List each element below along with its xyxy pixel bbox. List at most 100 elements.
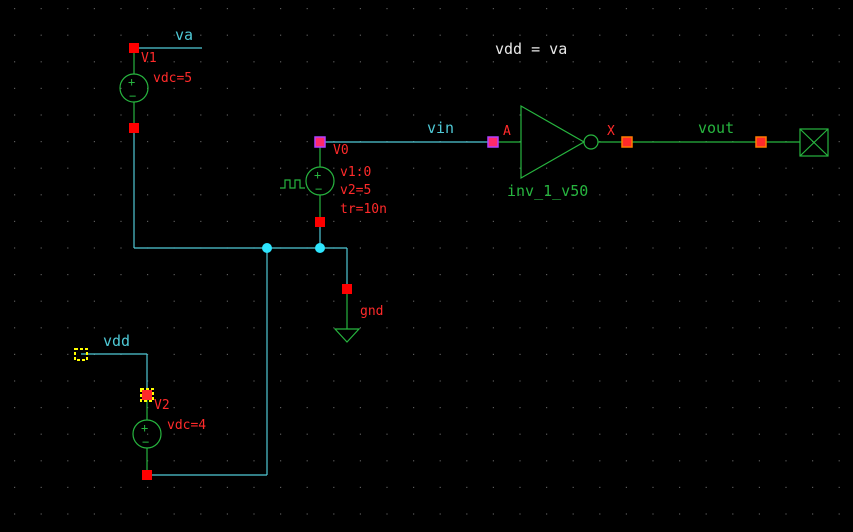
grid-dot xyxy=(413,247,415,249)
grid-dots xyxy=(14,8,840,515)
grid-dot xyxy=(359,87,361,89)
grid-dot xyxy=(413,433,415,435)
grid-dot xyxy=(253,327,255,329)
grid-dot xyxy=(492,433,494,435)
grid-dot xyxy=(173,220,175,222)
grid-dot xyxy=(359,380,361,382)
grid-dot xyxy=(439,486,441,488)
grid-dot xyxy=(546,61,548,63)
grid-dot xyxy=(226,194,228,196)
pin-inv-x[interactable] xyxy=(621,136,633,148)
pin-vout[interactable] xyxy=(755,136,767,148)
net-label-vout[interactable]: vout xyxy=(698,119,734,137)
gnd-symbol[interactable] xyxy=(333,289,361,343)
grid-dot xyxy=(492,8,494,10)
grid-dot xyxy=(359,486,361,488)
net-label-vdd[interactable]: vdd xyxy=(103,332,130,350)
source-v0[interactable]: + − xyxy=(280,142,335,222)
grid-dot xyxy=(679,433,681,435)
grid-dot xyxy=(226,460,228,462)
grid-dot xyxy=(572,61,574,63)
grid-dot xyxy=(14,513,16,515)
grid-dot xyxy=(466,353,468,355)
grid-dot xyxy=(758,353,760,355)
grid-dot xyxy=(120,513,122,515)
inverter-symbol[interactable] xyxy=(493,104,627,180)
net-label-vin[interactable]: vin xyxy=(427,119,454,137)
grid-dot xyxy=(413,353,415,355)
grid-dot xyxy=(838,460,840,462)
grid-dot xyxy=(120,194,122,196)
grid-dot xyxy=(519,8,521,10)
grid-dot xyxy=(93,407,95,409)
grid-dot xyxy=(758,114,760,116)
grid-dot xyxy=(466,327,468,329)
grid-dot xyxy=(67,407,69,409)
grid-dot xyxy=(386,433,388,435)
grid-dot xyxy=(705,247,707,249)
grid-dot xyxy=(732,353,734,355)
grid-dot xyxy=(173,87,175,89)
grid-dot xyxy=(200,486,202,488)
pin-v1-plus[interactable] xyxy=(129,43,139,53)
grid-dot xyxy=(785,34,787,36)
source-v2[interactable]: + − xyxy=(132,395,162,475)
grid-dot xyxy=(812,513,814,515)
grid-dot xyxy=(599,380,601,382)
grid-dot xyxy=(492,87,494,89)
grid-dot xyxy=(386,327,388,329)
grid-dot xyxy=(652,486,654,488)
grid-dot xyxy=(40,167,42,169)
grid-dot xyxy=(253,194,255,196)
grid-dot xyxy=(599,8,601,10)
grid-dot xyxy=(679,167,681,169)
pin-v1-minus[interactable] xyxy=(129,123,139,133)
grid-dot xyxy=(519,220,521,222)
grid-dot xyxy=(67,194,69,196)
grid-dot xyxy=(413,513,415,515)
pin-inv-a[interactable] xyxy=(487,136,499,148)
grid-dot xyxy=(439,460,441,462)
pin-v2-minus[interactable] xyxy=(142,470,152,480)
pin-v2-plus[interactable] xyxy=(142,390,152,400)
grid-dot xyxy=(359,353,361,355)
grid-dot xyxy=(652,8,654,10)
grid-dot xyxy=(333,194,335,196)
grid-dot xyxy=(572,353,574,355)
grid-dot xyxy=(253,141,255,143)
grid-dot xyxy=(253,61,255,63)
grid-dot xyxy=(812,300,814,302)
net-label-va[interactable]: va xyxy=(175,26,193,44)
grid-dot xyxy=(280,486,282,488)
pin-vdd-selected[interactable] xyxy=(74,348,88,361)
grid-dot xyxy=(333,327,335,329)
pin-gnd[interactable] xyxy=(342,284,352,294)
grid-dot xyxy=(705,34,707,36)
grid-dot xyxy=(466,87,468,89)
grid-dot xyxy=(758,8,760,10)
pin-v0-plus[interactable] xyxy=(314,136,326,148)
v0-param: v1:0 xyxy=(340,165,371,180)
grid-dot xyxy=(413,8,415,10)
grid-dot xyxy=(492,353,494,355)
grid-dot xyxy=(519,194,521,196)
grid-dot xyxy=(599,460,601,462)
grid-dot xyxy=(200,380,202,382)
grid-dot xyxy=(413,486,415,488)
grid-dot xyxy=(679,114,681,116)
pin-v0-minus[interactable] xyxy=(315,217,325,227)
grid-dot xyxy=(93,87,95,89)
output-pin-icon[interactable] xyxy=(799,128,829,157)
grid-dot xyxy=(652,114,654,116)
grid-dot xyxy=(838,114,840,116)
grid-dot xyxy=(173,114,175,116)
grid-dot xyxy=(572,300,574,302)
grid-dot xyxy=(14,380,16,382)
grid-dot xyxy=(200,460,202,462)
grid-dot xyxy=(625,460,627,462)
grid-dot xyxy=(14,486,16,488)
grid-dot xyxy=(812,407,814,409)
grid-dot xyxy=(253,8,255,10)
grid-dot xyxy=(200,8,202,10)
